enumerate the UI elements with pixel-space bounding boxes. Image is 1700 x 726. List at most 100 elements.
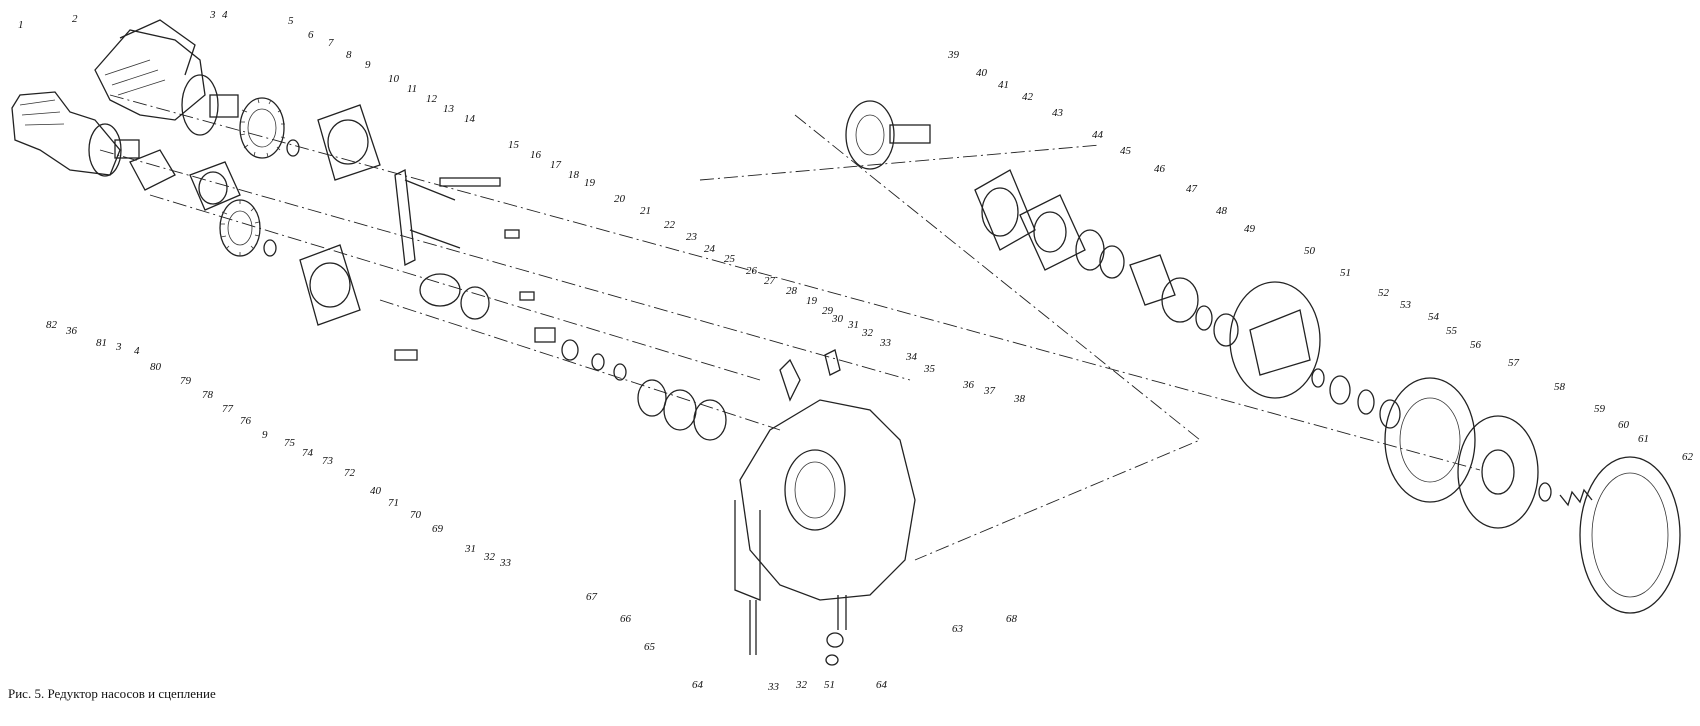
axis-lines xyxy=(99,94,1481,561)
part-label: 6 xyxy=(308,29,314,41)
part-label: 7 xyxy=(328,37,334,49)
part-label: 15 xyxy=(508,139,520,151)
part-label: 18 xyxy=(568,169,580,181)
part-label: 46 xyxy=(1154,163,1166,175)
part-label: 30 xyxy=(831,313,844,325)
part-label: 22 xyxy=(664,219,676,231)
part-label: 59 xyxy=(1594,403,1606,415)
part-label: 17 xyxy=(550,159,562,171)
part-label: 13 xyxy=(443,103,455,115)
part-label: 36 xyxy=(65,325,78,337)
part-label: 43 xyxy=(1052,107,1064,119)
part-label: 8 xyxy=(346,49,352,61)
part-label: 57 xyxy=(1508,357,1520,369)
part-label: 4 xyxy=(134,345,140,357)
part-label: 45 xyxy=(1120,145,1132,157)
part-label: 80 xyxy=(150,361,162,373)
part-label: 82 xyxy=(46,319,58,331)
spring-59 xyxy=(1538,482,1593,507)
part-label: 31 xyxy=(847,319,859,331)
small-clutch-parts xyxy=(1311,368,1401,429)
part-label: 54 xyxy=(1428,311,1440,323)
part-label: 72 xyxy=(344,467,356,479)
part-label: 63 xyxy=(952,623,964,635)
part-label: 66 xyxy=(620,613,632,625)
part-label: 4 xyxy=(222,9,228,21)
part-label: 3 xyxy=(209,9,216,21)
part-label: 81 xyxy=(96,337,107,349)
gear-39 xyxy=(845,100,931,170)
part-label: 26 xyxy=(746,265,758,277)
part-label: 51 xyxy=(824,679,835,691)
gear-5 xyxy=(239,97,286,159)
friction-disc-56 xyxy=(1384,377,1476,503)
part-label: 55 xyxy=(1446,325,1458,337)
part-label: 25 xyxy=(724,253,736,265)
part-label: 1 xyxy=(18,19,24,31)
part-label: 50 xyxy=(1304,245,1316,257)
part-label: 14 xyxy=(464,113,476,125)
part-label: 40 xyxy=(976,67,988,79)
part-label: 64 xyxy=(692,679,704,691)
pressure-plate-50 xyxy=(1229,281,1321,399)
part-label: 37 xyxy=(983,385,996,397)
part-label: 16 xyxy=(530,149,542,161)
lever-assembly xyxy=(394,169,501,320)
pressure-disc-57 xyxy=(1457,415,1539,529)
part-label: 56 xyxy=(1470,339,1482,351)
part-label: 48 xyxy=(1216,205,1228,217)
part-label: 73 xyxy=(322,455,334,467)
part-label: 33 xyxy=(767,681,780,693)
part-label: 5 xyxy=(288,15,294,27)
part-label: 29 xyxy=(822,305,834,317)
pump-upper xyxy=(94,19,239,136)
part-label: 33 xyxy=(499,557,512,569)
part-label: 74 xyxy=(302,447,314,459)
part-label: 52 xyxy=(1378,287,1390,299)
part-label: 32 xyxy=(795,679,808,691)
part-label: 2 xyxy=(72,13,78,25)
part-label: 32 xyxy=(483,551,496,563)
part-label: 11 xyxy=(407,83,417,95)
part-label: 60 xyxy=(1618,419,1630,431)
part-label: 10 xyxy=(388,73,400,85)
part-label: 47 xyxy=(1186,183,1198,195)
part-label: 24 xyxy=(704,243,716,255)
part-label: 69 xyxy=(432,523,444,535)
part-label: 49 xyxy=(1244,223,1256,235)
part-label: 31 xyxy=(464,543,476,555)
part-label: 53 xyxy=(1400,299,1412,311)
bottom-studs xyxy=(749,595,847,666)
part-label: 78 xyxy=(202,389,214,401)
part-label: 39 xyxy=(947,49,960,61)
part-label: 12 xyxy=(426,93,438,105)
right-flanges xyxy=(974,169,1239,347)
part-label: 3 xyxy=(115,341,122,353)
gear-79 xyxy=(219,199,261,257)
part-label: 51 xyxy=(1340,267,1351,279)
figure-caption: Рис. 5. Редуктор насосов и сцепление xyxy=(8,686,216,701)
part-label: 41 xyxy=(998,79,1009,91)
part-label: 9 xyxy=(365,59,371,71)
part-label: 36 xyxy=(962,379,975,391)
part-label: 67 xyxy=(586,591,598,603)
part-label: 28 xyxy=(786,285,798,297)
part-label: 23 xyxy=(686,231,698,243)
part-label: 20 xyxy=(614,193,626,205)
part-label: 76 xyxy=(240,415,252,427)
clutch-housing xyxy=(734,349,916,601)
part-label: 61 xyxy=(1638,433,1649,445)
left-flanges xyxy=(129,104,381,326)
part-label: 62 xyxy=(1682,451,1694,463)
part-label: 58 xyxy=(1554,381,1566,393)
part-label: 33 xyxy=(879,337,892,349)
part-label: 70 xyxy=(410,509,422,521)
part-label: 42 xyxy=(1022,91,1034,103)
small-parts xyxy=(263,139,727,441)
part-label: 64 xyxy=(876,679,888,691)
part-label: 34 xyxy=(905,351,918,363)
part-label: 19 xyxy=(806,295,818,307)
part-label: 19 xyxy=(584,177,596,189)
